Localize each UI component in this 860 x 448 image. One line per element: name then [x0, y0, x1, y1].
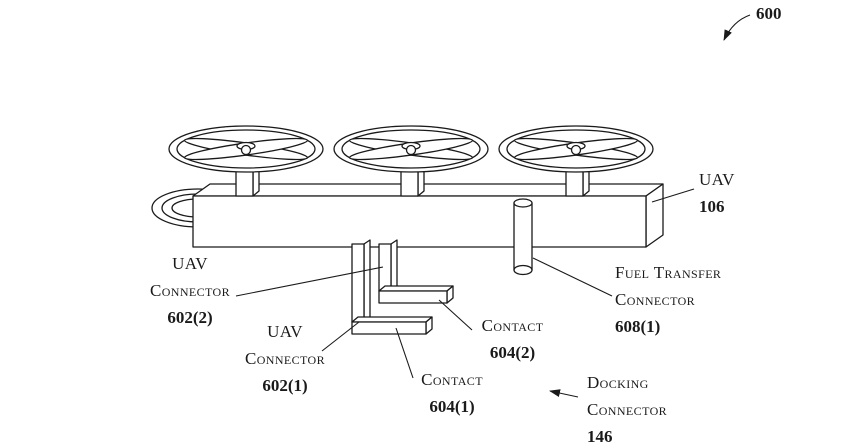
uav-body: [192, 183, 664, 248]
leader-uav-106: [651, 188, 695, 203]
leader-604-2: [438, 299, 473, 331]
docking-connector-line2: Connector: [587, 400, 668, 419]
contact-604-1-label: Contact 604(1): [392, 366, 512, 420]
contact-604-2-ref: 604(2): [489, 343, 536, 362]
fuel-transfer-line2: Connector: [615, 290, 696, 309]
uav-connector-602-1-line1: UAV: [267, 322, 303, 341]
contact-604-1-name: Contact: [421, 370, 483, 389]
uav-connector-602-2-shape: [378, 239, 454, 304]
uav-connector-602-2-line2: Connector: [149, 281, 231, 300]
docking-connector-line1: Docking: [587, 373, 649, 392]
docking-connector-arrow: [549, 389, 579, 398]
contact-604-2-label: Contact 604(2): [455, 312, 570, 366]
figure-number-label: 600: [756, 4, 782, 23]
uav-connector-602-1-label: UAV Connector 602(1): [225, 318, 345, 399]
fuel-transfer-connector-shape: [513, 198, 533, 276]
uav-connector-602-1-shape: [351, 239, 433, 335]
docking-connector-label: Docking Connector 146: [587, 369, 667, 448]
leader-602-1: [321, 321, 360, 352]
uav-connector-602-2-line1: UAV: [172, 254, 208, 273]
uav-connector-602-1-line2: Connector: [244, 349, 326, 368]
uav-connector-602-1-ref: 602(1): [262, 376, 308, 395]
rotor-right: [498, 125, 654, 173]
contact-604-1-shape: [351, 321, 427, 335]
uav-label-name: UAV: [699, 170, 735, 189]
fuel-transfer-ref: 608(1): [615, 317, 661, 336]
uav-connector-602-2-ref: 602(2): [167, 308, 213, 327]
contact-604-2-name: Contact: [481, 316, 544, 335]
rotor-left: [168, 125, 324, 173]
docking-connector-ref: 146: [587, 427, 613, 446]
contact-604-1-ref: 604(1): [429, 397, 475, 416]
leader-lines: [235, 14, 751, 398]
uav-label: UAV 106: [699, 166, 735, 220]
contact-604-2-shape: [378, 290, 448, 304]
fuel-transfer-connector-label: Fuel Transfer Connector 608(1): [615, 259, 721, 340]
figure-number-arrow: [723, 14, 751, 41]
leader-608-1: [532, 257, 613, 297]
fuel-transfer-line1: Fuel Transfer: [615, 263, 722, 282]
leader-604-1: [395, 327, 414, 379]
uav-connector-602-2-label: UAV Connector 602(2): [130, 250, 250, 331]
rotor-middle: [333, 125, 489, 173]
leader-602-2: [235, 266, 384, 297]
uav-label-ref: 106: [699, 197, 725, 216]
